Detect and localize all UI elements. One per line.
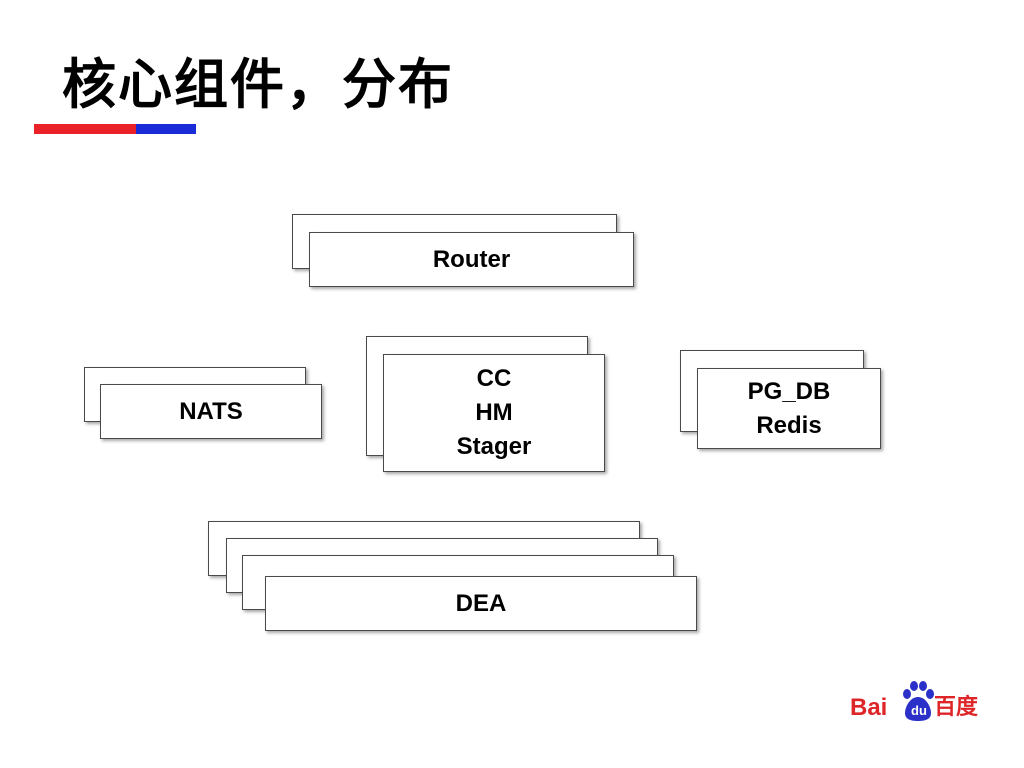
dea-card: DEA bbox=[265, 576, 697, 631]
logo-paw-text: du bbox=[911, 703, 927, 718]
logo-latin-text: Bai bbox=[850, 694, 888, 721]
title-underline-red bbox=[34, 124, 136, 134]
slide-title: 核心组件，分布 bbox=[62, 53, 454, 116]
controller-card: CC HM Stager bbox=[383, 354, 605, 472]
redis-label: Redis bbox=[756, 411, 822, 439]
nats-label: NATS bbox=[179, 397, 243, 425]
storage-card: PG_DB Redis bbox=[697, 368, 881, 449]
logo-chinese-text: 百度 bbox=[934, 695, 979, 720]
cc-label: CC bbox=[476, 365, 512, 392]
hm-label: HM bbox=[475, 399, 513, 426]
paw-icon bbox=[903, 681, 934, 721]
title-underline-blue bbox=[136, 124, 196, 134]
stager-label: Stager bbox=[456, 433, 532, 460]
router-label: Router bbox=[432, 245, 511, 273]
dea-label: DEA bbox=[455, 589, 507, 617]
router-card: Router bbox=[309, 232, 634, 287]
pgdb-label: PG_DB bbox=[747, 377, 831, 405]
baidu-logo: Bai du 百度 bbox=[850, 678, 990, 726]
nats-card: NATS bbox=[100, 384, 322, 439]
